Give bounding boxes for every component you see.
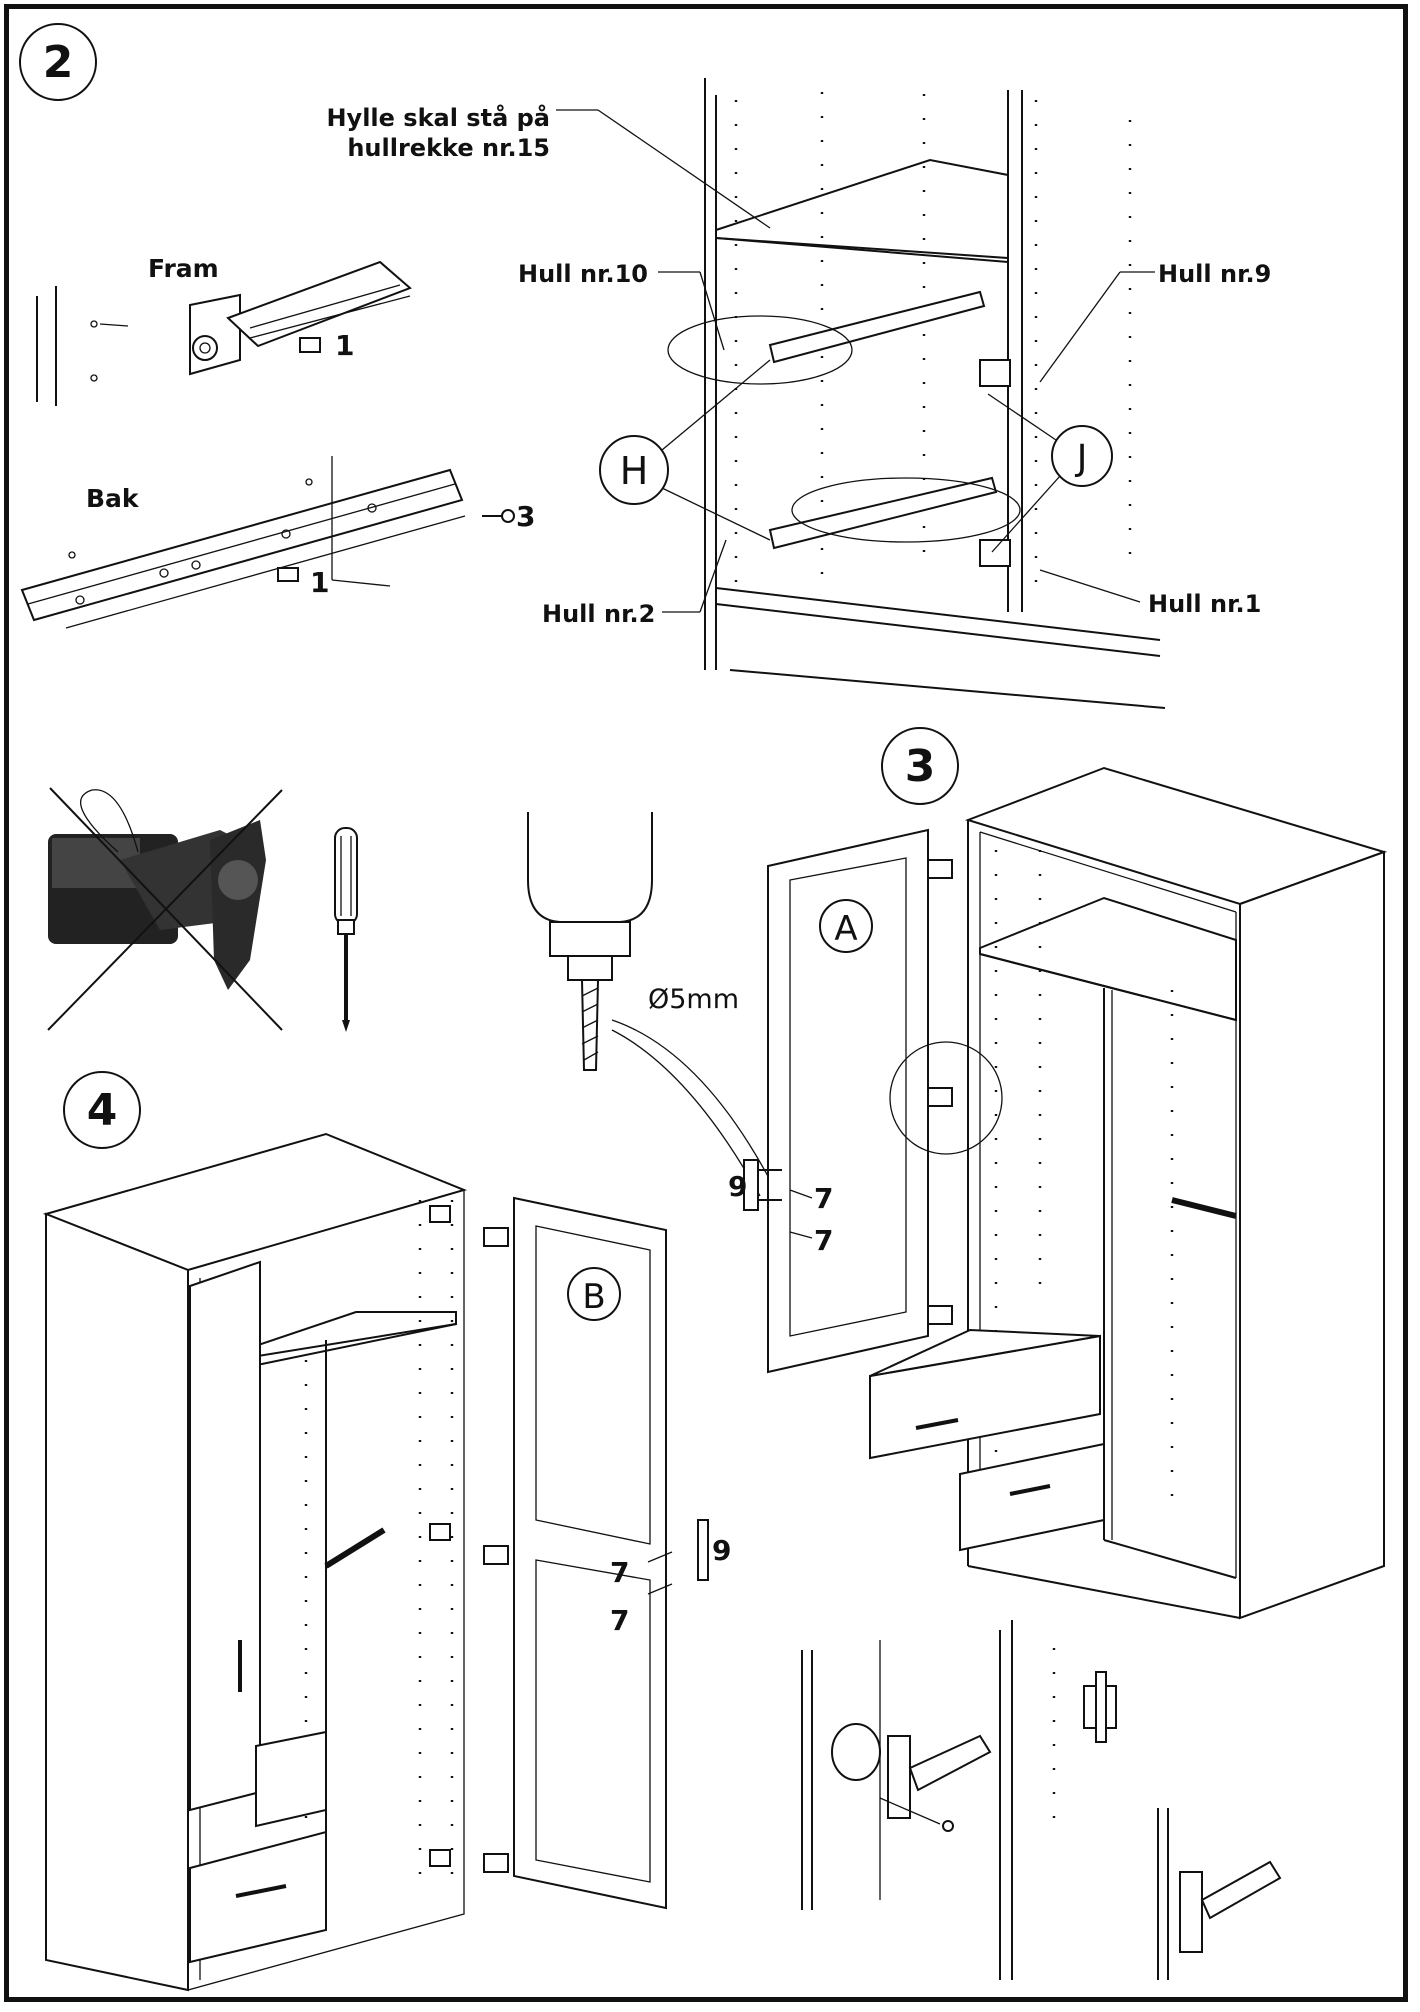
shelf-note-line-1: Hylle skal stå på	[326, 103, 550, 132]
step-4-badge	[63, 1071, 141, 1149]
step-4-section: 4	[42, 1071, 731, 1992]
part-9-step4-label: 9	[712, 1534, 731, 1567]
page-frame	[4, 4, 1408, 2002]
part-7a-step4-label: 7	[610, 1556, 629, 1589]
door-a: A	[767, 828, 1003, 1374]
back-part-3-label: 3	[516, 500, 535, 533]
part-h-badge	[599, 435, 669, 505]
part-9-label: 9	[728, 1170, 747, 1203]
back-screw-icon	[277, 567, 299, 582]
upper-highlight-ellipse	[667, 315, 853, 385]
drawer-upper-handle	[915, 1418, 959, 1430]
part-j-badge	[1051, 425, 1113, 487]
step-4-number: 4	[87, 1085, 118, 1136]
part-7b-step4-label: 7	[610, 1604, 629, 1637]
cabinet-interior-slides: Hylle skal stå på hullrekke nr.15 Hull n…	[326, 78, 1271, 709]
drill-crossed-out-icon	[47, 787, 283, 1031]
drawer-lower-handle	[1009, 1484, 1051, 1496]
left-door-open	[189, 1260, 261, 1812]
step-3-number: 3	[905, 741, 936, 792]
drawer-lower	[959, 1442, 1105, 1552]
shelf-note-line-2: hullrekke nr.15	[347, 134, 550, 162]
lower-slide-left	[768, 476, 998, 550]
step-3-section: 3	[728, 727, 1388, 1620]
step-3-badge	[881, 727, 959, 805]
part-7a-label: 7	[814, 1182, 833, 1215]
door-b: B	[483, 1196, 667, 1910]
lower-highlight-ellipse	[791, 477, 1021, 543]
drill-size-label: Ø5mm	[648, 984, 739, 1015]
door-b-label: B	[582, 1277, 605, 1317]
back-part-1-label: 1	[310, 566, 329, 599]
drill-bit-icon: Ø5mm	[527, 812, 771, 1197]
drawer-open-step4	[255, 1730, 327, 1828]
wardrobe-with-door-b-open	[42, 1132, 468, 1992]
part-7b-label: 7	[814, 1224, 833, 1257]
wardrobe-with-door-a	[869, 766, 1388, 1620]
upper-bracket-right	[979, 359, 1011, 387]
tools-section: Ø5mm	[47, 787, 771, 1197]
drawer-bottom-handle	[235, 1884, 287, 1898]
lower-bracket-right	[979, 539, 1011, 567]
door-b-badge	[567, 1267, 621, 1321]
hole-1-label: Hull nr.1	[1148, 590, 1261, 618]
hinge-top-b-icon	[483, 1227, 509, 1247]
front-screw-icon	[299, 337, 321, 353]
door-a-label: A	[834, 909, 857, 949]
back-label: Bak	[86, 484, 140, 513]
front-label: Fram	[148, 254, 219, 283]
hinge-bottom-b-icon	[483, 1853, 509, 1873]
handle-9-step4-icon	[697, 1519, 709, 1581]
screwdriver-icon	[334, 827, 358, 1032]
hole-9-label: Hull nr.9	[1158, 260, 1271, 288]
handle-9-icon	[743, 1159, 759, 1211]
part-h-label: H	[620, 449, 649, 493]
hinge-details-section	[801, 1620, 1282, 1980]
hole-10-label: Hull nr.10	[518, 260, 648, 288]
door-a-badge	[819, 899, 873, 953]
front-slide-detail: Fram 1	[36, 254, 412, 406]
upper-slide-left	[768, 290, 986, 364]
handle-9-and-screws: 9 7 7	[728, 1159, 833, 1257]
back-slide-detail: Bak 3 1	[20, 456, 535, 629]
front-part-1-label: 1	[335, 329, 354, 362]
hinge-highlight-circle	[889, 1041, 1003, 1155]
handle-9-and-screws-step4: 9 7 7	[610, 1519, 731, 1637]
step-2-section: 2 Fram 1	[19, 23, 1271, 709]
hinge-icon	[927, 859, 953, 1325]
hinge-mid-b-icon	[483, 1545, 509, 1565]
hole-2-label: Hull nr.2	[542, 600, 655, 628]
drawer-bottom-step4	[189, 1830, 327, 1964]
step-2-number: 2	[43, 37, 74, 88]
step-2-badge	[19, 23, 97, 101]
part-j-label: J	[1075, 438, 1088, 479]
